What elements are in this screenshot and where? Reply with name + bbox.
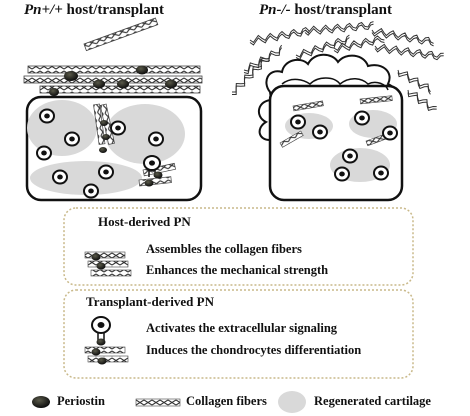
right-collagen-pieces (279, 95, 393, 148)
cartilage-region (30, 161, 142, 195)
left-genotype: Pn+/+ (24, 2, 63, 18)
collagen-fiber (249, 29, 310, 46)
legend-cartilage-label: Regenerated cartilage (314, 394, 431, 408)
periostin-dot (117, 79, 129, 89)
collagen-fiber (243, 44, 283, 72)
chondrocyte (83, 183, 99, 199)
collagen-fiber (23, 75, 203, 84)
collagen-fiber (279, 130, 304, 148)
collagen-fiber (371, 30, 434, 47)
left-collagen-bundles (23, 17, 203, 94)
collagen-fiber (232, 59, 271, 95)
chondrocyte (98, 164, 114, 180)
cartilage-region (105, 104, 185, 164)
collagen-fiber (295, 34, 350, 58)
periostin-dot (93, 79, 105, 89)
collagen-fiber (333, 37, 385, 54)
periostin-dot (165, 79, 177, 89)
collagen-fiber (304, 21, 374, 34)
host-item-2: Enhances the mechanical strength (146, 263, 329, 277)
legend-collagen-label: Collagen fibers (186, 394, 267, 408)
collagen-fiber (359, 95, 393, 105)
chondrocyte (290, 114, 306, 130)
legend-periostin-icon (32, 396, 50, 408)
right-genotype: Pn-/- (259, 2, 291, 18)
collagen-fiber (374, 46, 444, 61)
periostin-dot (102, 134, 110, 140)
chondrocyte (382, 125, 398, 141)
left-panel-title: Pn+/+ host/transplant (24, 2, 164, 19)
collagen-fiber (397, 69, 431, 93)
collagen-fiber (243, 47, 283, 75)
host-section-box (63, 207, 414, 286)
legend-periostin-label: Periostin (57, 394, 105, 408)
right-chondrocytes (290, 110, 398, 182)
left-top-periostin (49, 65, 177, 96)
collagen-fiber (83, 17, 159, 52)
collagen-fiber (407, 92, 437, 112)
transplant-item-2: Induces the chondrocytes differentiation (146, 343, 362, 357)
right-tissue-cloud-side (257, 99, 273, 141)
collagen-fiber (292, 100, 324, 112)
left-chondrocytes (36, 108, 164, 199)
host-section (63, 207, 414, 286)
chondrocyte-nucleus (149, 160, 155, 166)
collagen-fiber (397, 72, 431, 95)
left-inner-periostin (99, 120, 110, 153)
collagen-fiber (407, 89, 437, 109)
periostin-dot (100, 120, 108, 126)
collagen-fiber (371, 27, 434, 44)
transplant-cell-icon (84, 316, 129, 365)
left-panel (23, 17, 203, 202)
collagen-fiber (304, 23, 374, 36)
periostin-dot (153, 171, 163, 179)
chondrocyte (312, 124, 328, 140)
transplant-item-1: Activates the extracellular signaling (146, 321, 338, 335)
chondrocyte (342, 148, 358, 164)
host-section-title: Host-derived PN (98, 214, 191, 229)
chondrocyte (64, 131, 80, 147)
host-collagen-icon (84, 251, 132, 277)
left-cartilage-regions (27, 100, 185, 195)
right-wavy-collagen (232, 21, 444, 112)
legend (32, 391, 306, 413)
periostin-dot (64, 71, 78, 81)
chondrocyte (110, 120, 126, 136)
right-panel-title: Pn-/- host/transplant (259, 2, 392, 19)
collagen-fiber (374, 43, 444, 58)
chondrocyte (373, 165, 389, 181)
cartilage-region (27, 100, 97, 156)
left-title-suffix: host/transplant (62, 2, 165, 18)
left-inner-collagen (93, 103, 176, 187)
legend-collagen-icon (135, 398, 181, 407)
legend-cartilage-icon (278, 391, 306, 413)
periostin-dot (136, 65, 148, 75)
collagen-fiber (232, 57, 271, 93)
chondrocyte (334, 166, 350, 182)
transplant-section (63, 289, 414, 379)
host-item-1: Assembles the collagen fibers (146, 242, 302, 256)
periostin-dot (99, 147, 107, 153)
chondrocyte (148, 131, 164, 147)
chondrocyte (39, 108, 55, 124)
chondrocyte (354, 110, 370, 126)
transplant-section-box (63, 289, 414, 379)
chondrocyte (52, 169, 68, 185)
right-panel (232, 21, 444, 202)
right-title-suffix: host/transplant (290, 2, 392, 18)
transplant-section-title: Transplant-derived PN (86, 294, 214, 309)
collagen-fiber (249, 26, 310, 44)
collagen-fiber (333, 35, 385, 51)
collagen-fiber (27, 65, 201, 74)
left-signaling-cell (143, 155, 163, 187)
periostin-dot (49, 88, 59, 96)
chondrocyte (36, 145, 52, 161)
periostin-dot (144, 179, 154, 187)
